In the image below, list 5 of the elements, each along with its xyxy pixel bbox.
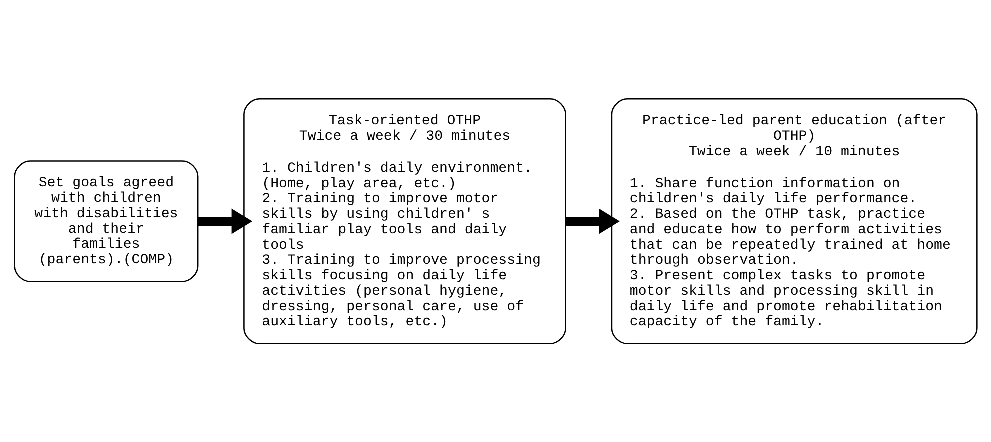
arrow — [198, 208, 252, 234]
node-box: Set goals agreed with children with disabilities and their families (parents).(COMP) — [14, 160, 198, 282]
node-box: Practice-led parent education (after OTHP) Twice a week / 10 minutes 1. Share function information on children's daily life performance. 2. Based on the OTHP task, practice and educate how to perform activities that can be repeatedly trained at home through observation. 3. Present complex tasks to promote motor skills and processing skill in daily life and promote rehabilitation capacity of the family. — [610, 98, 978, 344]
arrow — [565, 208, 620, 234]
node-box: Task-oriented OTHP Twice a week / 30 minutes 1. Children's daily environment. (Home, play area, etc.) 2. Training to improve motor skills by using children' s familiar play tools and daily tools 3. Training to improve processing skills focusing on daily life activities (personal hygiene, dressing, personal care, use of auxiliary tools, etc.) — [243, 98, 566, 344]
